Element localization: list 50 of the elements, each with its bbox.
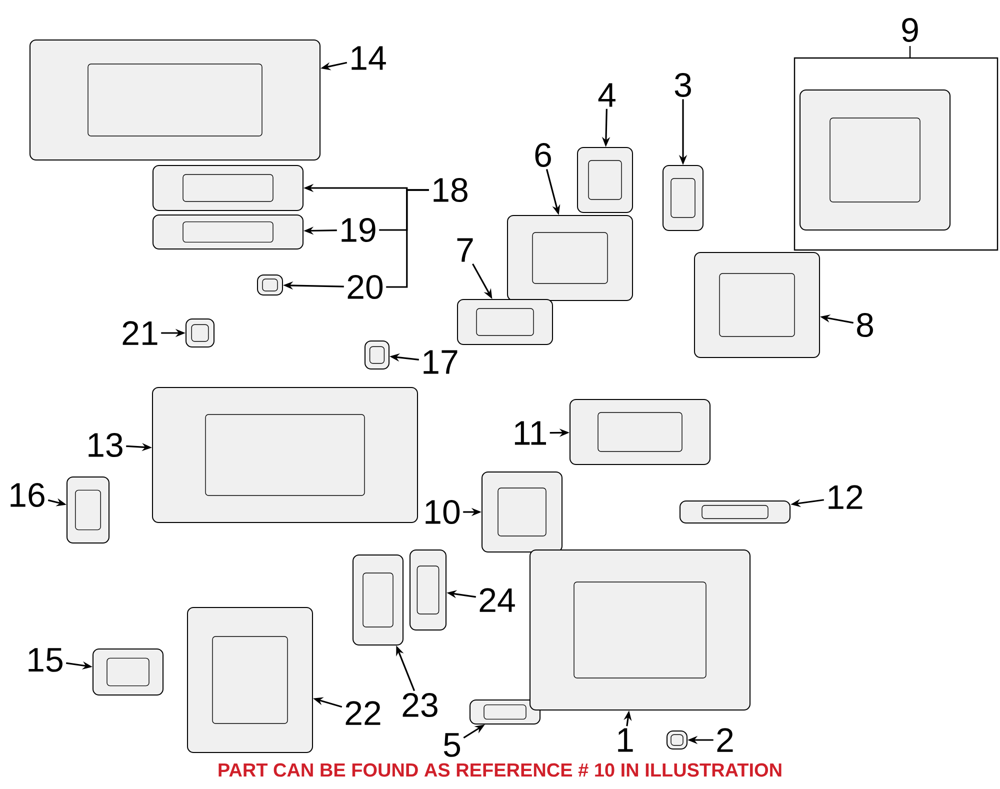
callout-frame: 9 <box>794 18 998 251</box>
part-drawing <box>30 40 320 160</box>
part-drawing <box>457 299 553 345</box>
callout-number: 16 <box>10 482 44 508</box>
callout-number: 3 <box>674 72 691 98</box>
callout-number: 11 <box>514 421 546 445</box>
callout-number: 8 <box>857 312 873 338</box>
callout-number: 20 <box>348 274 383 300</box>
callout-number: 10 <box>426 500 460 524</box>
part-drawing <box>66 476 110 544</box>
callout-number: 19 <box>342 218 376 242</box>
part-drawing <box>800 90 951 230</box>
part-drawing <box>257 274 283 296</box>
part-drawing <box>680 500 791 524</box>
callout-number: 21 <box>122 321 158 345</box>
part-drawing <box>666 730 688 750</box>
part-drawing <box>694 252 820 358</box>
callout-number: 14 <box>352 46 386 70</box>
part-drawing <box>470 700 540 724</box>
part-drawing <box>187 607 313 753</box>
callout-number: 6 <box>535 142 551 168</box>
part-drawing <box>352 554 404 646</box>
callout-number: 18 <box>434 178 468 202</box>
callout-number: 22 <box>346 701 380 725</box>
callout-number: 17 <box>424 350 458 374</box>
part-drawing <box>662 165 704 231</box>
callout-number: 4 <box>598 83 616 107</box>
part-drawing <box>530 550 750 710</box>
part-drawing <box>577 147 633 213</box>
part-drawing <box>152 214 304 250</box>
callout-number: 15 <box>28 648 62 672</box>
callout-number: 24 <box>480 588 515 612</box>
node-label: 9 <box>902 18 918 42</box>
part-drawing <box>570 399 710 465</box>
part-drawing <box>186 318 214 348</box>
callout-number: 1 <box>618 728 633 752</box>
part-drawing <box>152 387 418 523</box>
callout-number: 7 <box>457 238 473 262</box>
part-drawing <box>507 215 633 301</box>
callout-number: 2 <box>717 728 733 752</box>
note-text: PART CAN BE FOUND AS REFERENCE # 10 IN ILLUSTRATION <box>218 763 782 777</box>
part-drawing <box>364 340 390 370</box>
callout-number: 12 <box>828 485 862 509</box>
part-drawing <box>92 648 164 696</box>
callout-number: 13 <box>88 432 122 458</box>
part-drawing <box>152 165 304 211</box>
part-drawing <box>410 550 446 630</box>
callout-number: 23 <box>402 692 438 718</box>
callout-number: 5 <box>444 733 460 757</box>
part-drawing <box>482 472 562 552</box>
